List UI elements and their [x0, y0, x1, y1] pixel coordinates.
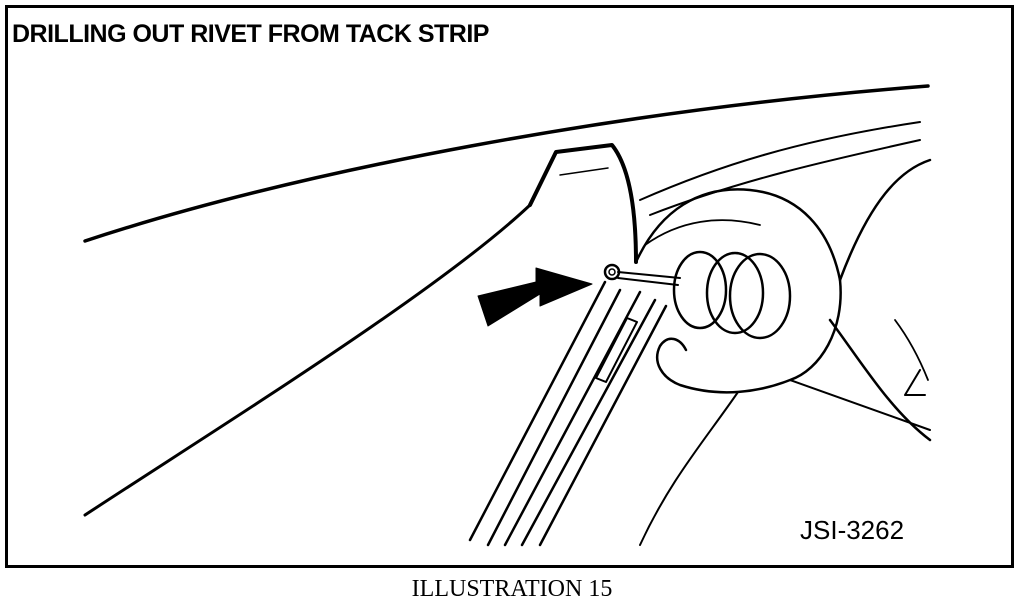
pillar-inner-line: [559, 167, 609, 176]
figure-code: JSI-3262: [800, 515, 905, 545]
pillar-curve: [83, 203, 532, 517]
tack-strip-slot: [595, 317, 638, 383]
tack-strip: [468, 280, 668, 547]
drill-body: [672, 250, 792, 340]
hand: [634, 188, 842, 394]
arm-sleeve: [639, 121, 921, 216]
illustration-title: DRILLING OUT RIVET FROM TACK STRIP: [12, 20, 489, 48]
pillar-outline: [528, 143, 638, 264]
door-line: [639, 391, 739, 546]
drill-bit: [617, 271, 681, 286]
rivet: [603, 263, 621, 281]
illustration-caption: ILLUSTRATION 15: [411, 576, 613, 602]
roof-line: [83, 84, 930, 243]
pointer-arrow: [477, 267, 593, 327]
illustration-frame: [5, 5, 1014, 568]
